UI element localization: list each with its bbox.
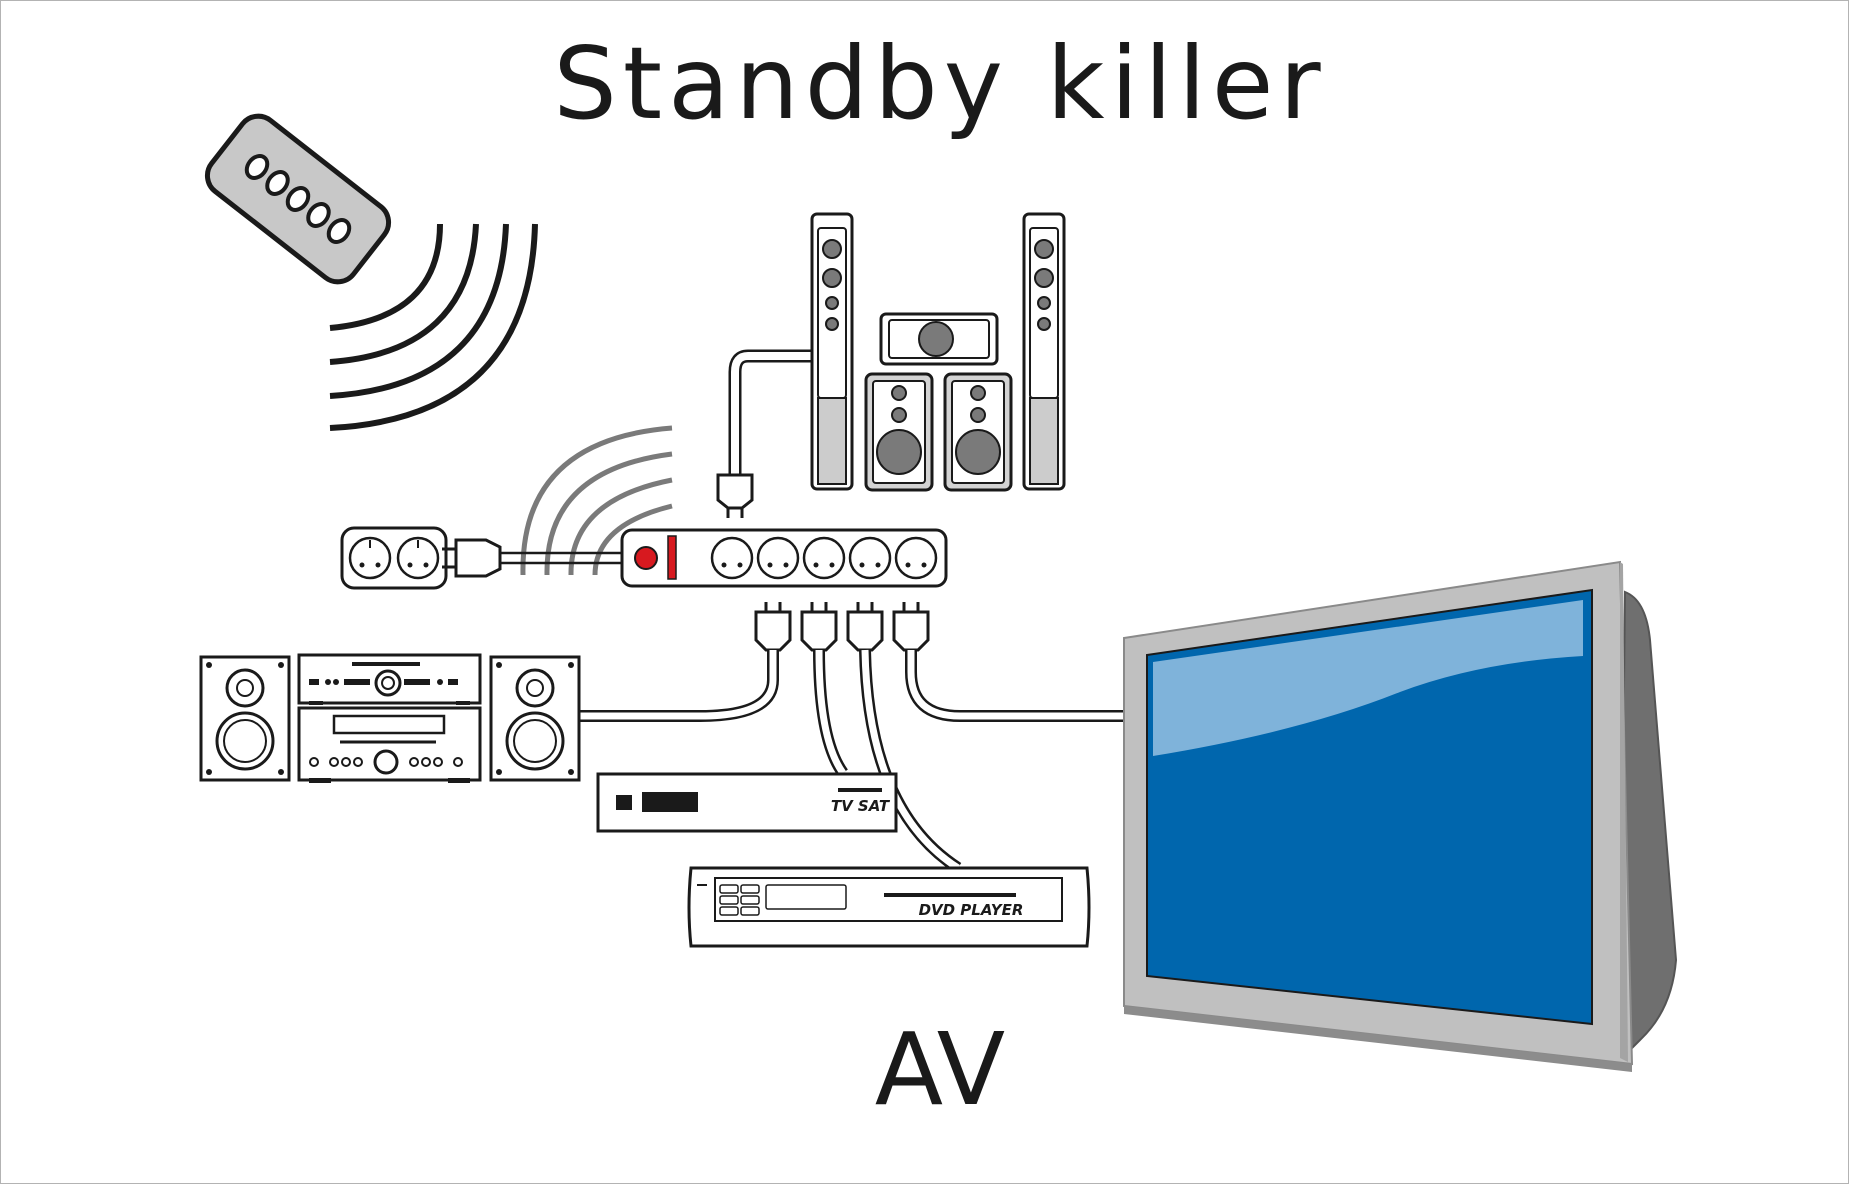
stereo-speaker-right [489,655,581,782]
stereo-speaker-left [199,655,291,782]
power-strip-led [634,546,658,570]
satellite-speaker-right [943,372,1013,492]
remote-buttons [244,154,352,244]
power-switch [667,535,677,580]
wall-socket [340,526,448,590]
dvd-control-buttons [719,884,760,916]
sat-display [642,792,698,812]
diagram-title: Standby killer [553,25,1326,142]
dvd-disc-slot [884,893,1016,897]
dvd-display [765,884,847,910]
remote-control [204,113,392,285]
stereo-tuner [297,653,482,705]
bottom-label: AV [875,1011,1005,1128]
dvd-player-label: DVD PLAYER [919,901,1024,919]
satellite-receiver: TV SAT [596,772,898,833]
dvd-player: DVD PLAYER [687,866,1091,948]
receiver-signal-waves [520,425,673,576]
speaker-cable-plug [716,349,812,518]
tower-speaker-right [1022,212,1066,491]
remote-signal-waves [329,223,538,431]
stereo-amplifier [297,706,482,783]
tv-screen-highlight [1153,600,1583,756]
flat-screen-tv [1123,560,1678,1072]
sat-indicator [616,795,632,810]
satellite-speaker-left [864,372,934,492]
power-strip-outlets [710,536,938,580]
plug-into-wall [442,538,622,578]
power-strip [620,528,948,588]
center-speaker [879,312,999,366]
tower-speaker-left [810,212,854,491]
satellite-receiver-label: TV SAT [831,797,891,815]
device-plugs [754,602,930,652]
